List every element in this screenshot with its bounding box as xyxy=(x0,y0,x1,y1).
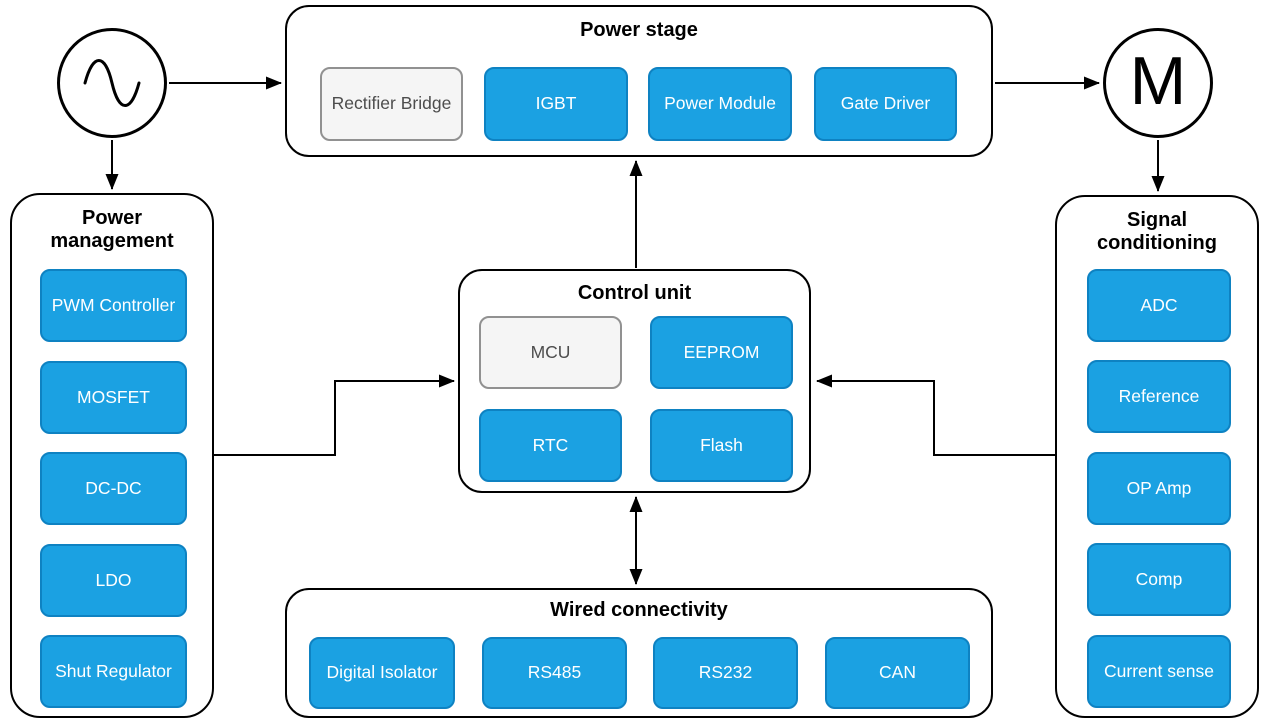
group-title-power-management: Power management xyxy=(50,207,174,252)
block-eeprom[interactable]: EEPROM xyxy=(650,316,793,389)
block-ldo[interactable]: LDO xyxy=(40,544,187,617)
block-op-amp[interactable]: OP Amp xyxy=(1087,452,1231,525)
block-digital-isolator[interactable]: Digital Isolator xyxy=(309,637,455,709)
block-dc-dc[interactable]: DC-DC xyxy=(40,452,187,525)
block-rs232[interactable]: RS232 xyxy=(653,637,798,709)
group-power-management: Power management PWM Controller MOSFET D… xyxy=(10,193,214,718)
group-title-signal-conditioning: Signal conditioning xyxy=(1097,209,1217,254)
block-rs485[interactable]: RS485 xyxy=(482,637,627,709)
group-signal-conditioning: Signal conditioning ADC Reference OP Amp… xyxy=(1055,195,1259,718)
group-title-wired-connectivity: Wired connectivity xyxy=(550,599,728,621)
sine-wave-icon xyxy=(83,59,141,107)
motor-label: M xyxy=(1129,43,1187,119)
block-rtc[interactable]: RTC xyxy=(479,409,622,482)
arrow-signal-conditioning-to-control-unit xyxy=(816,374,1055,456)
block-adc[interactable]: ADC xyxy=(1087,269,1231,342)
block-comp[interactable]: Comp xyxy=(1087,543,1231,616)
block-rectifier-bridge[interactable]: Rectifier Bridge xyxy=(320,67,463,141)
block-pwm-controller[interactable]: PWM Controller xyxy=(40,269,187,342)
block-power-module[interactable]: Power Module xyxy=(648,67,792,141)
ac-source-node[interactable] xyxy=(57,28,167,138)
group-control-unit: Control unit MCU EEPROM RTC Flash xyxy=(458,269,811,493)
block-mosfet[interactable]: MOSFET xyxy=(40,361,187,434)
group-title-power-stage: Power stage xyxy=(580,19,698,41)
motor-node[interactable]: M xyxy=(1103,28,1213,138)
block-reference[interactable]: Reference xyxy=(1087,360,1231,433)
block-shut-regulator[interactable]: Shut Regulator xyxy=(40,635,187,708)
arrow-power-management-to-control-unit xyxy=(214,374,455,456)
block-can[interactable]: CAN xyxy=(825,637,970,709)
group-wired-connectivity: Wired connectivity Digital Isolator RS48… xyxy=(285,588,993,718)
block-gate-driver[interactable]: Gate Driver xyxy=(814,67,957,141)
block-current-sense[interactable]: Current sense xyxy=(1087,635,1231,708)
group-power-stage: Power stage Rectifier Bridge IGBT Power … xyxy=(285,5,993,157)
block-igbt[interactable]: IGBT xyxy=(484,67,628,141)
block-mcu[interactable]: MCU xyxy=(479,316,622,389)
group-title-control-unit: Control unit xyxy=(577,282,692,304)
block-flash[interactable]: Flash xyxy=(650,409,793,482)
